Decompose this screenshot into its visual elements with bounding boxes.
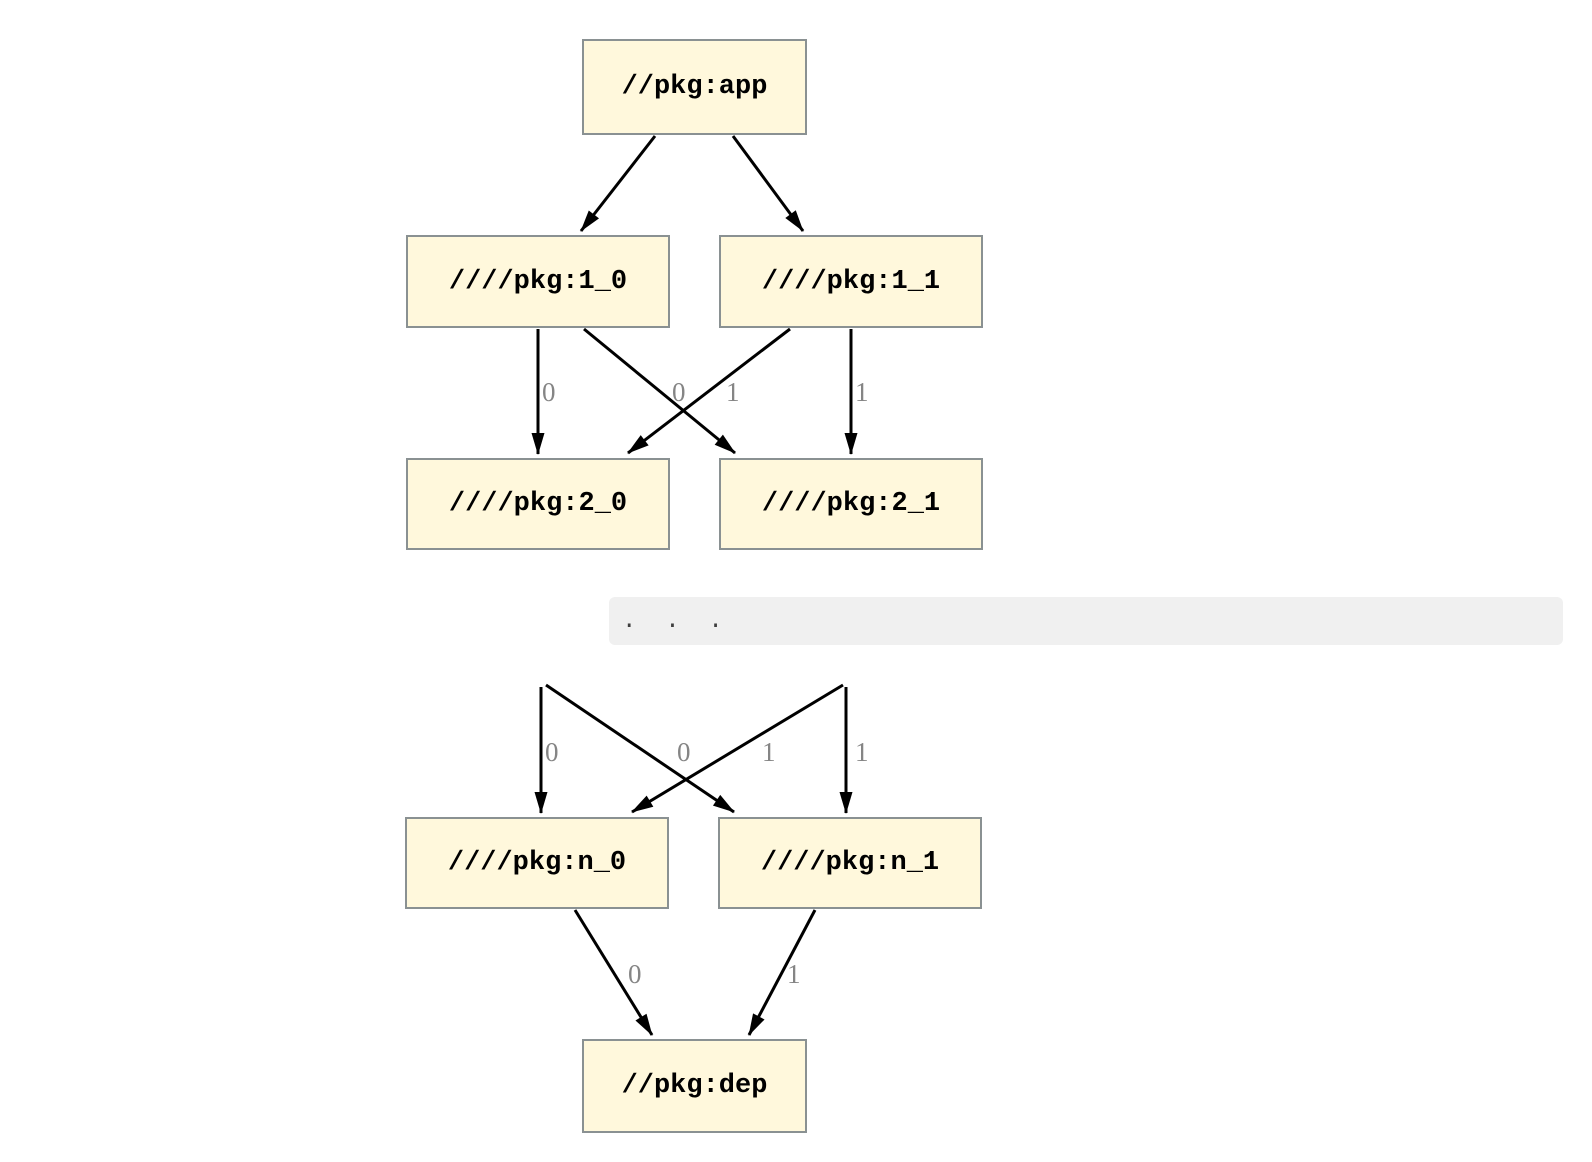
graph-node-1_1: ////pkg:1_1 <box>719 235 983 328</box>
edge-label-1_1-2_0: 0 <box>672 377 686 407</box>
node-label-dep: //pkg:dep <box>621 1071 768 1101</box>
node-label-1_1: ////pkg:1_1 <box>761 266 941 297</box>
node-label-app: //pkg:app <box>621 72 768 102</box>
edge-n_1-to-dep <box>747 909 817 1036</box>
graph-node-n_1: ////pkg:n_1 <box>718 817 982 909</box>
node-label-n_0: ////pkg:n_0 <box>447 848 627 878</box>
edge-above-to-n_1-cross <box>545 683 735 814</box>
edge-label-1_0-2_1: 1 <box>726 377 740 407</box>
graph-node-n_0: ////pkg:n_0 <box>405 817 669 909</box>
edge-label-n_0-dep: 0 <box>628 959 642 989</box>
edge-label-1_0-2_0: 0 <box>542 377 556 407</box>
graph-node-1_0: ////pkg:1_0 <box>406 235 670 328</box>
edge-app-to-1_0 <box>579 135 657 232</box>
edge-1_0-to-2_1 <box>583 327 736 455</box>
edge-1_1-to-2_0 <box>627 327 791 455</box>
edge-label-above-n_1-cross: 1 <box>762 737 776 767</box>
node-label-2_1: ////pkg:2_1 <box>761 489 941 519</box>
edge-label-above-n_1-straight: 1 <box>855 737 869 767</box>
edge-label-n_1-dep: 1 <box>787 959 801 989</box>
graph-node-app: //pkg:app <box>582 39 807 135</box>
edge-above-to-n_0-cross <box>631 683 844 814</box>
node-label-n_1: ////pkg:n_1 <box>760 848 940 878</box>
graph-node-2_0: ////pkg:2_0 <box>406 458 670 550</box>
node-label-1_0: ////pkg:1_0 <box>448 266 628 297</box>
edge-n_0-to-dep <box>573 909 654 1036</box>
graph-node-dep: //pkg:dep <box>582 1039 807 1133</box>
graph-node-2_1: ////pkg:2_1 <box>719 458 983 550</box>
edge-label-1_1-2_1: 1 <box>855 377 869 407</box>
ellipsis-text: . . . <box>622 607 723 635</box>
edge-label-above-n_0-cross: 0 <box>677 737 691 767</box>
node-label-2_0: ////pkg:2_0 <box>448 489 628 519</box>
ellipsis-band: . . . <box>609 597 1563 645</box>
edge-label-above-n_0-straight: 0 <box>545 737 559 767</box>
edge-app-to-1_1 <box>731 135 805 232</box>
